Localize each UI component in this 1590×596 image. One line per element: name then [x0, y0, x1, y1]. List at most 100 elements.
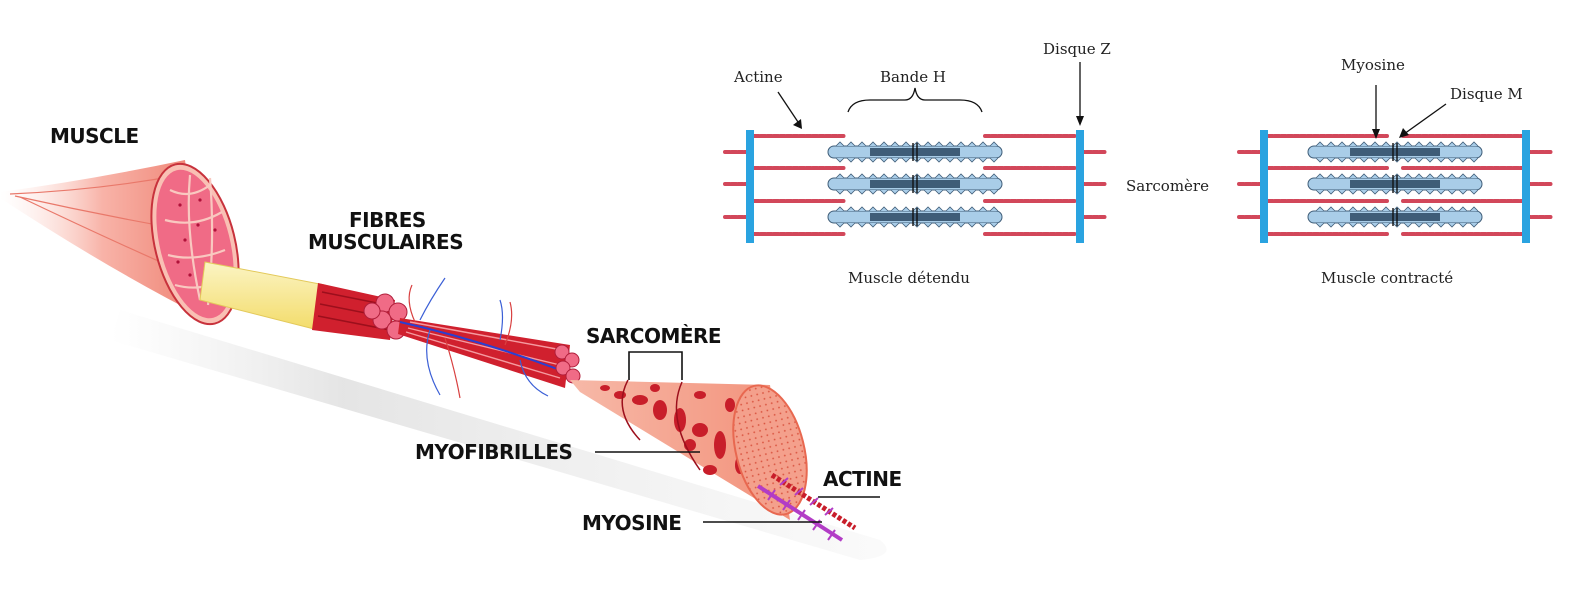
myosin-head: [956, 222, 966, 228]
myosin-head: [1326, 189, 1336, 195]
myosin-bare-zone: [870, 180, 960, 188]
myosin-head: [1315, 173, 1325, 179]
label-fibres-line2: MUSCULAIRES: [308, 230, 463, 254]
myosin-head: [1425, 222, 1435, 228]
myosin-head: [956, 157, 966, 163]
z-disc: [746, 130, 754, 243]
myosin-head: [1326, 206, 1336, 212]
myosin-head: [1436, 222, 1446, 228]
label-myofibrilles: MYOFIBRILLES: [415, 440, 572, 464]
myosin-head: [879, 189, 889, 195]
myosin-head: [879, 141, 889, 147]
myosin-head: [945, 206, 955, 212]
myosin-head: [1348, 222, 1358, 228]
myosin-head: [1337, 141, 1347, 147]
myosin-head: [934, 222, 944, 228]
myosin-head: [857, 173, 867, 179]
myosin-head: [1458, 173, 1468, 179]
myosin-head: [1458, 141, 1468, 147]
myosin-head: [945, 189, 955, 195]
myosin-head: [967, 206, 977, 212]
myosin-head: [901, 206, 911, 212]
myosin-head: [1315, 141, 1325, 147]
myosin-head: [1425, 141, 1435, 147]
myosin-head: [956, 189, 966, 195]
myosin-head: [1403, 157, 1413, 163]
myosin-head: [967, 141, 977, 147]
myosin-head: [1359, 173, 1369, 179]
myosin-head: [1315, 206, 1325, 212]
myosin-head: [945, 222, 955, 228]
label-fibres-line1: FIBRES: [349, 208, 426, 232]
myosin-head: [1469, 222, 1479, 228]
myosin-head: [1436, 206, 1446, 212]
myosin-head: [1337, 222, 1347, 228]
myosin-head: [1447, 222, 1457, 228]
myosin-head: [868, 222, 878, 228]
myosin-head: [1381, 157, 1391, 163]
label-disque-z: Disque Z: [1043, 40, 1111, 58]
myosin-head: [1348, 173, 1358, 179]
myosin-head: [1348, 206, 1358, 212]
myosin-head: [1315, 157, 1325, 163]
myosin-filament: [1307, 141, 1483, 163]
myosin-head: [846, 141, 856, 147]
myosin-head: [835, 141, 845, 147]
myosin-head: [956, 206, 966, 212]
myosin-head: [1469, 173, 1479, 179]
myosin-head: [1337, 157, 1347, 163]
muscle-fibres-bundle: [312, 283, 408, 340]
myosin-head: [1370, 206, 1380, 212]
myosin-head: [1469, 141, 1479, 147]
ground-shadow: [110, 310, 887, 560]
myosin-head: [1359, 189, 1369, 195]
myosin-head: [989, 189, 999, 195]
myosin-head: [901, 141, 911, 147]
myosin-head: [857, 206, 867, 212]
label-muscle: MUSCLE: [50, 124, 139, 148]
sarcomere-contracted: [1237, 130, 1553, 243]
myosin-head: [1414, 206, 1424, 212]
muscle-illustration: [0, 160, 240, 326]
myosin-head: [846, 157, 856, 163]
myosin-head: [1414, 157, 1424, 163]
myosin-head: [923, 206, 933, 212]
myosin-head: [890, 222, 900, 228]
myosin-head: [1469, 157, 1479, 163]
myosin-head: [967, 173, 977, 179]
myosin-head: [1315, 222, 1325, 228]
leader-lines-left: [595, 351, 880, 523]
myosin-head: [835, 222, 845, 228]
myosin-head: [1326, 141, 1336, 147]
myosin-bare-zone: [1350, 148, 1440, 156]
myosin-head: [978, 173, 988, 179]
myosin-head: [934, 141, 944, 147]
myosin-head: [868, 189, 878, 195]
myosin-filament: [827, 206, 1003, 228]
myosin-head: [1370, 189, 1380, 195]
myosin-head: [868, 206, 878, 212]
muscle-hierarchy-illustration: MUSCLE FIBRES MUSCULAIRES SARCOMÈRE MYOF…: [0, 124, 902, 560]
myosin-head: [978, 206, 988, 212]
myosin-filament: [1307, 173, 1483, 195]
myosin-head: [945, 141, 955, 147]
myosin-head: [890, 206, 900, 212]
myosin-head: [1381, 173, 1391, 179]
myosin-head: [868, 157, 878, 163]
actin-myosin-strands: [756, 472, 857, 542]
myosin-head: [978, 189, 988, 195]
myosin-head: [857, 157, 867, 163]
myosin-head: [890, 173, 900, 179]
myosin-head: [857, 189, 867, 195]
myosin-head: [967, 222, 977, 228]
myosin-head: [945, 173, 955, 179]
myosin-head: [1403, 222, 1413, 228]
myosin-head: [1403, 141, 1413, 147]
myosin-head: [846, 206, 856, 212]
sarcomere-schematic: Actine Bande H Disque Z Myosine Disque M…: [723, 40, 1553, 287]
myosin-head: [879, 173, 889, 179]
myosin-head: [1359, 141, 1369, 147]
myosin-head: [835, 189, 845, 195]
single-muscle-fibre: [398, 277, 581, 399]
